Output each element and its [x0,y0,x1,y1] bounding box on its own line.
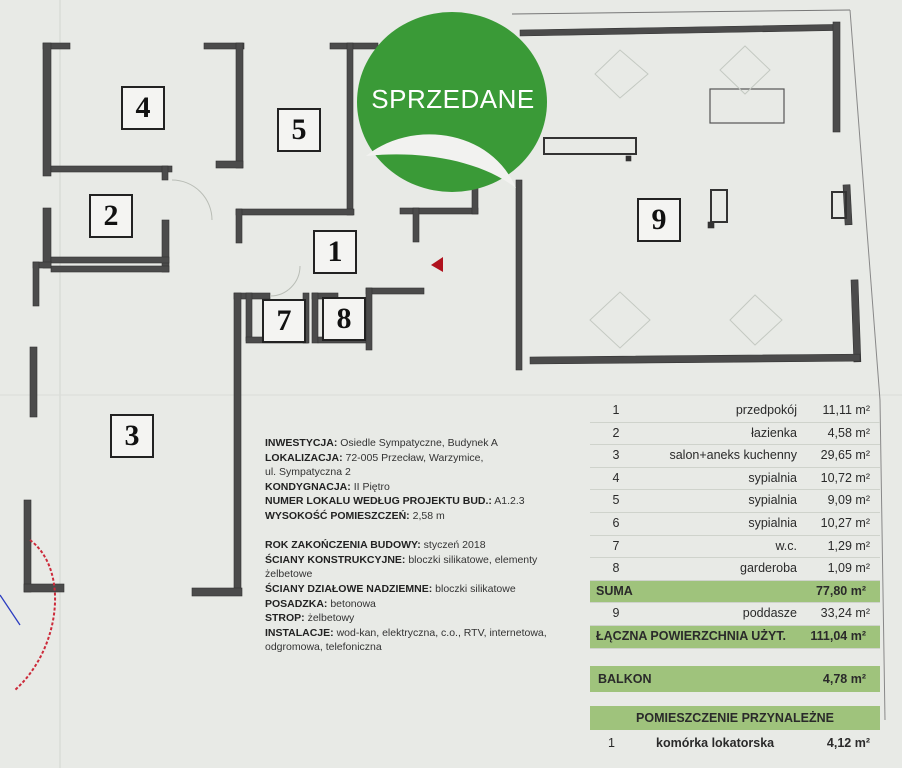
building-info: INWESTYCJA: Osiedle Sympatyczne, Budynek… [265,436,547,655]
przynalezne-header: POMIESZCZENIE PRZYNALEŻNE [590,706,880,730]
room-number-5: 5 [277,108,321,152]
info-row: odgromowa, telefoniczna [265,641,382,654]
info-row: ROK ZAKOŃCZENIA BUDOWY: styczeń 2018 [265,539,486,552]
info-row: WYSOKOŚĆ POMIESZCZEŃ: 2,58 m [265,509,445,522]
room-number-4: 4 [121,86,165,130]
info-row: INSTALACJE: wod-kan, elektryczna, c.o., … [265,626,547,639]
room-number-2: 2 [89,194,133,238]
info-row: ŚCIANY DZIAŁOWE NADZIEMNE: bloczki silik… [265,582,516,595]
sold-badge-shape [357,12,547,192]
room-number-8: 8 [322,297,366,341]
info-row: STROP: żelbetowy [265,612,355,625]
info-row: żelbetowe [265,568,313,581]
total-row: ŁĄCZNA POWIERZCHNIA UŻYT.111,04 m² [590,625,880,649]
room-number-9: 9 [637,198,681,242]
balkon-row: BALKON 4,78 m² [590,666,880,692]
info-row: ŚCIANY KONSTRUKCYJNE: bloczki silikatowe… [265,553,538,566]
room-number-3: 3 [110,414,154,458]
room-number-7: 7 [262,299,306,343]
stamp-mark [14,539,57,691]
info-row: POSADZKA: betonowa [265,597,376,610]
entrance-marker [431,257,443,272]
info-row: KONDYGNACJA: II Piętro [265,480,390,493]
info-row: NUMER LOKALU WEDŁUG PROJEKTU BUD.: A1.2.… [265,495,525,508]
info-row: ul. Sympatyczna 2 [265,466,351,479]
room-number-1: 1 [313,230,357,274]
przynalezne-row: 1 komórka lokatorska 4,12 m² [608,736,870,750]
info-row: INWESTYCJA: Osiedle Sympatyczne, Budynek… [265,437,498,449]
sold-label: SPRZEDANE [371,84,535,114]
skylight-marks [589,45,783,349]
info-row [265,524,547,539]
walls [23,21,862,597]
info-row: LOKALIZACJA: 72-005 Przecław, Warzymice, [265,451,484,464]
